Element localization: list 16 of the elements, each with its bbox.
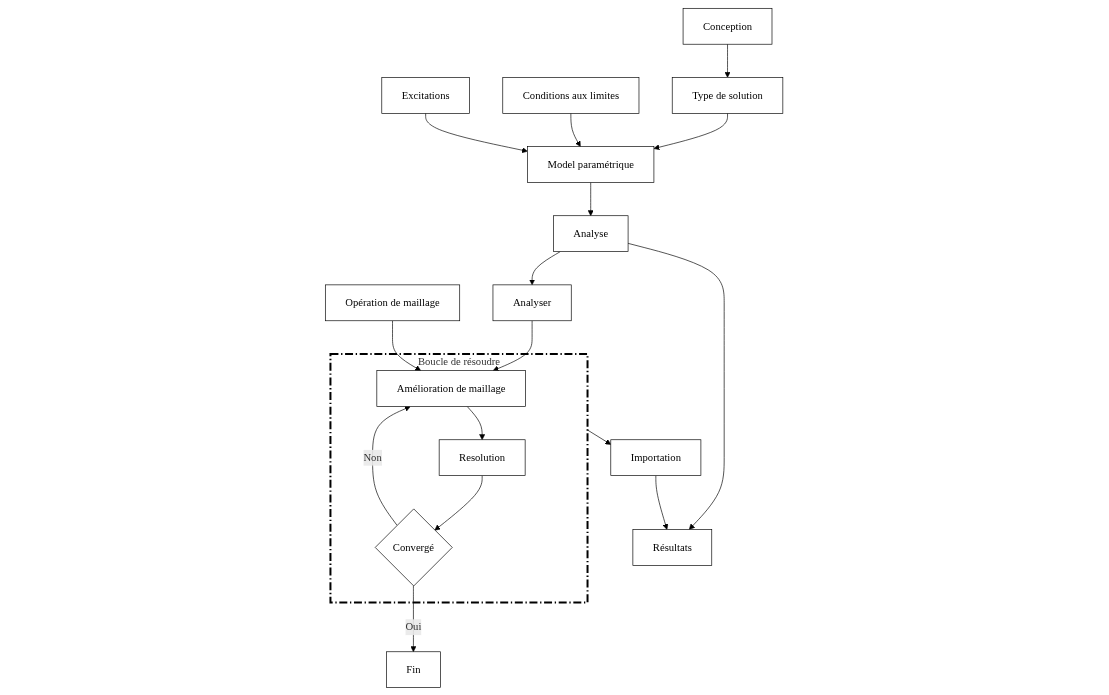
edge-label: Non: [363, 451, 383, 463]
node-box: Resolution: [439, 438, 526, 476]
node-box: Conception: [683, 7, 773, 45]
node-box: Résultats: [632, 528, 713, 566]
node-box: Amélioration de maillage: [376, 369, 527, 407]
edge-label: Oui: [405, 620, 422, 632]
node-box: Fin: [386, 650, 442, 688]
node-box: Excitations: [381, 76, 471, 114]
node-box: Analyse: [553, 214, 629, 252]
node-box: Type de solution: [672, 76, 784, 114]
node-box: Conditions aux limites: [502, 76, 640, 114]
node-box: Model paramétrique: [527, 145, 655, 183]
node-box: Importation: [610, 438, 702, 476]
node-diamond: Convergé: [375, 508, 453, 586]
node-box: Analyser: [493, 284, 572, 321]
node-box: Opération de maillage: [325, 284, 461, 321]
